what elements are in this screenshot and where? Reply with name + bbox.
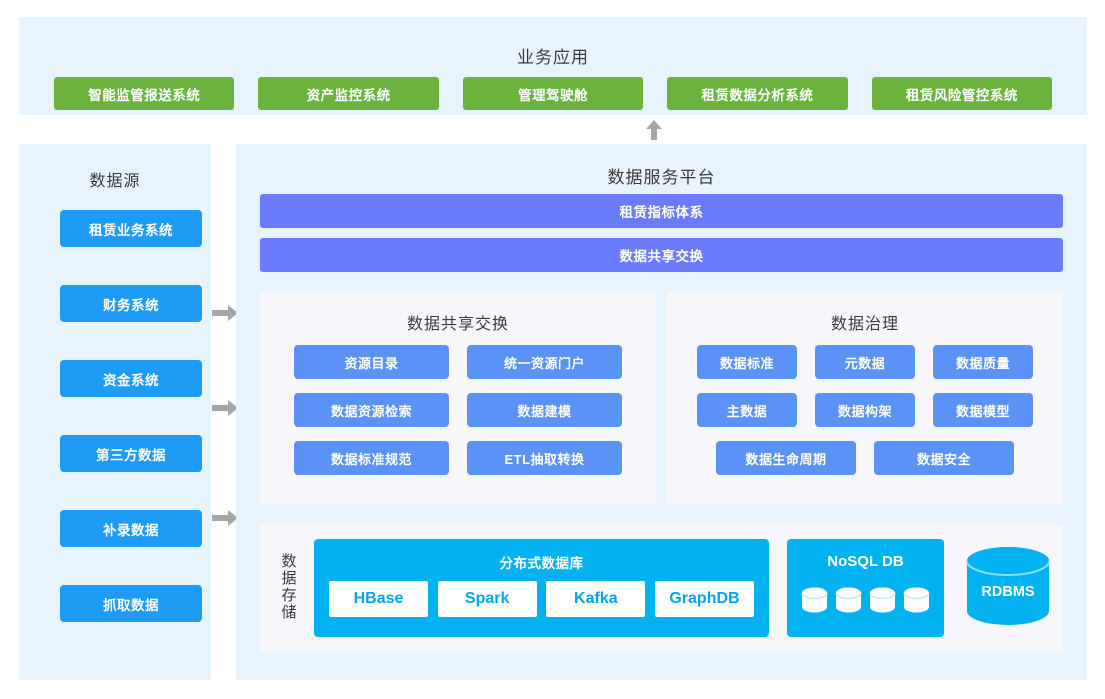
data-storage-strip: 数据存储 分布式数据库 HBase Spark Kafka GraphDB No… <box>260 523 1063 652</box>
database-cylinder-icon-rdbms <box>966 547 1050 625</box>
data-storage-label: 数据存储 <box>279 553 297 621</box>
business-app-item-4[interactable]: 租赁数据分析系统 <box>667 77 848 110</box>
tech-hbase[interactable]: HBase <box>329 581 428 617</box>
platform-bar-exchange[interactable]: 数据共享交换 <box>260 238 1063 272</box>
chip-data-lifecycle[interactable]: 数据生命周期 <box>716 441 856 475</box>
data-source-item-4[interactable]: 第三方数据 <box>60 435 202 472</box>
platform-bar-metrics[interactable]: 租赁指标体系 <box>260 194 1063 228</box>
nosql-db-title: NoSQL DB <box>827 553 904 570</box>
chip-data-quality[interactable]: 数据质量 <box>933 345 1033 379</box>
data-source-list: 租赁业务系统 财务系统 资金系统 第三方数据 补录数据 抓取数据 <box>60 210 202 622</box>
chip-metadata[interactable]: 元数据 <box>815 345 915 379</box>
database-cylinder-icon-1 <box>801 587 828 618</box>
data-source-title: 数据源 <box>89 173 141 190</box>
business-app-item-2[interactable]: 资产监控系统 <box>258 77 439 110</box>
chip-data-standards[interactable]: 数据标准规范 <box>294 441 449 475</box>
arrow-right-icon-2 <box>212 400 238 416</box>
data-source-item-1[interactable]: 租赁业务系统 <box>60 210 202 247</box>
chip-data-model[interactable]: 数据模型 <box>933 393 1033 427</box>
database-cylinder-icon-2 <box>835 587 862 618</box>
card-data-sharing-exchange: 数据共享交换 资源目录 统一资源门户 数据资源检索 数据建模 数据标准规范 ET… <box>260 292 656 504</box>
business-application-title: 业务应用 <box>517 48 589 67</box>
arrow-right-icon-3 <box>212 510 238 526</box>
card-title-governance: 数据治理 <box>830 316 899 333</box>
chip-unified-portal[interactable]: 统一资源门户 <box>467 345 622 379</box>
data-source-item-2[interactable]: 财务系统 <box>60 285 202 322</box>
data-service-platform-panel: 数据服务平台 租赁指标体系 数据共享交换 数据共享交换 资源目录 统一资源门户 … <box>236 144 1087 680</box>
chip-data-modeling[interactable]: 数据建模 <box>467 393 622 427</box>
chip-resource-search[interactable]: 数据资源检索 <box>294 393 449 427</box>
business-application-panel: 业务应用 智能监管报送系统 资产监控系统 管理驾驶舱 租赁数据分析系统 租赁风险… <box>19 17 1087 115</box>
data-source-item-3[interactable]: 资金系统 <box>60 360 202 397</box>
chip-data-standard[interactable]: 数据标准 <box>697 345 797 379</box>
database-cylinder-icon-4 <box>903 587 930 618</box>
arrow-right-icon-1 <box>212 305 238 321</box>
card-data-governance: 数据治理 数据标准 元数据 数据质量 主数据 数据构架 数据模型 数据生命周期 … <box>667 292 1063 504</box>
distributed-tech-list: HBase Spark Kafka GraphDB <box>329 581 754 617</box>
chip-master-data[interactable]: 主数据 <box>697 393 797 427</box>
arrow-up-icon <box>645 120 663 140</box>
chip-data-security[interactable]: 数据安全 <box>874 441 1014 475</box>
nosql-icon-row <box>801 587 930 618</box>
chip-etl[interactable]: ETL抽取转换 <box>467 441 622 475</box>
tech-graphdb[interactable]: GraphDB <box>654 581 754 617</box>
business-app-item-3[interactable]: 管理驾驶舱 <box>462 77 644 110</box>
distributed-database-title: 分布式数据库 <box>499 556 584 571</box>
platform-title: 数据服务平台 <box>607 168 716 187</box>
tech-spark[interactable]: Spark <box>437 581 537 617</box>
rdbms-cylinder: RDBMS <box>963 543 1053 633</box>
distributed-database-box: 分布式数据库 HBase Spark Kafka GraphDB <box>314 539 769 637</box>
data-source-panel: 数据源 租赁业务系统 财务系统 资金系统 第三方数据 补录数据 抓取数据 <box>19 144 211 680</box>
data-source-item-6[interactable]: 抓取数据 <box>60 585 202 622</box>
chip-data-architecture[interactable]: 数据构架 <box>815 393 915 427</box>
chip-grid-sharing: 资源目录 统一资源门户 数据资源检索 数据建模 数据标准规范 ETL抽取转换 <box>260 345 656 475</box>
business-app-item-1[interactable]: 智能监管报送系统 <box>54 77 235 110</box>
business-application-list: 智能监管报送系统 资产监控系统 管理驾驶舱 租赁数据分析系统 租赁风险管控系统 <box>54 77 1053 110</box>
tech-kafka[interactable]: Kafka <box>546 581 646 617</box>
database-cylinder-icon-3 <box>869 587 896 618</box>
business-app-item-5[interactable]: 租赁风险管控系统 <box>871 77 1053 110</box>
data-source-item-5[interactable]: 补录数据 <box>60 510 202 547</box>
chip-grid-governance: 数据标准 元数据 数据质量 主数据 数据构架 数据模型 数据生命周期 数据安全 <box>667 345 1063 475</box>
chip-resource-catalog[interactable]: 资源目录 <box>294 345 449 379</box>
nosql-db-box: NoSQL DB <box>787 539 944 637</box>
card-title-sharing: 数据共享交换 <box>406 316 509 333</box>
